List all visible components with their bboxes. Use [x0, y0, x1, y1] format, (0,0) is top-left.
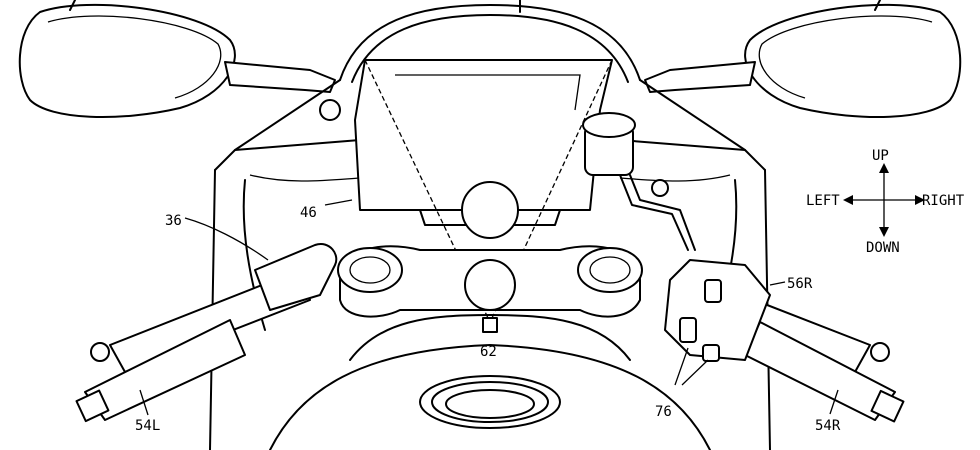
left-mirror	[18, 0, 336, 118]
compass-up-label: UP	[872, 148, 889, 164]
left-handlebar	[75, 243, 338, 423]
compass-right-label: RIGHT	[922, 193, 965, 209]
ref-label-54R: 54R	[815, 418, 841, 434]
brake-fluid-reservoir	[582, 112, 696, 251]
instrument-panel	[354, 59, 613, 239]
switch-button	[702, 344, 720, 362]
fuel-tank	[269, 314, 711, 450]
ref-label-76: 76	[655, 404, 672, 420]
ref-label-62: 62	[480, 344, 497, 360]
compass-down-label: DOWN	[866, 240, 900, 256]
right-mirror	[644, 0, 962, 118]
right-handlebar	[664, 259, 905, 423]
ref-label-54L: 54L	[135, 418, 160, 434]
compass-left-label: LEFT	[806, 193, 840, 209]
ref-label-56R: 56R	[787, 276, 813, 292]
leader-lines	[139, 199, 839, 416]
switch-button	[679, 317, 697, 343]
ref-label-46: 46	[300, 205, 317, 221]
direction-compass	[843, 163, 925, 237]
triple-clamp	[337, 245, 643, 333]
switch-button	[704, 279, 722, 303]
ref-label-36: 36	[165, 213, 182, 229]
